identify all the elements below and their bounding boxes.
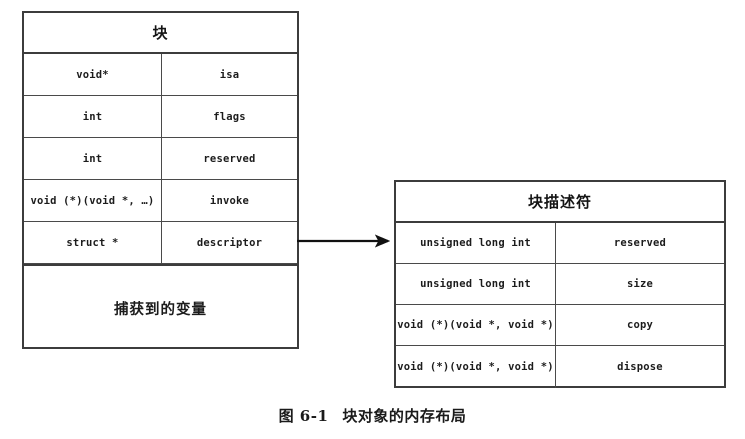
descriptor-field-type: void (*)(void *, void *)	[396, 346, 556, 388]
block-struct-title: 块	[24, 13, 297, 54]
table-row: struct * descriptor	[24, 222, 297, 264]
block-field-name: isa	[219, 68, 240, 81]
table-row: int reserved	[24, 138, 297, 180]
figure-caption: 图 6-1 块对象的内存布局	[0, 405, 745, 426]
captured-variables-row: 捕获到的变量	[24, 264, 297, 350]
table-row: void (*)(void *, …) invoke	[24, 180, 297, 222]
block-field-name: reserved	[203, 152, 256, 165]
figure-caption-text: 块对象的内存布局	[342, 407, 467, 425]
table-row: int flags	[24, 96, 297, 138]
descriptor-field-name: dispose	[617, 361, 663, 373]
block-field-type: int	[24, 138, 162, 179]
descriptor-field-name: size	[626, 278, 654, 290]
captured-variables-label: 捕获到的变量	[114, 301, 207, 318]
block-field-type: struct *	[24, 222, 162, 263]
table-row: void (*)(void *, void *) copy	[396, 305, 724, 346]
block-field-type: void (*)(void *, …)	[24, 180, 162, 221]
descriptor-field-name: copy	[626, 319, 654, 331]
block-field-type: int	[24, 96, 162, 137]
table-row: unsigned long int size	[396, 264, 724, 305]
table-row: void (*)(void *, void *) dispose	[396, 346, 724, 388]
arrow-right-icon	[297, 234, 391, 248]
block-field-type: void*	[24, 54, 162, 95]
descriptor-field-type: unsigned long int	[396, 264, 556, 304]
descriptor-field-type: unsigned long int	[396, 223, 556, 263]
table-row: void* isa	[24, 54, 297, 96]
block-descriptor-table: 块描述符 unsigned long int reserved unsigned…	[394, 180, 726, 388]
block-descriptor-title: 块描述符	[396, 182, 724, 223]
block-field-name: flags	[213, 110, 246, 123]
descriptor-field-type: void (*)(void *, void *)	[396, 305, 556, 345]
figure-number: 图 6-1	[278, 407, 329, 425]
block-field-name: invoke	[209, 194, 250, 207]
table-row: unsigned long int reserved	[396, 223, 724, 264]
block-field-name: descriptor	[196, 236, 263, 249]
descriptor-field-name: reserved	[613, 237, 667, 249]
block-struct-table: 块 void* isa int flags int reserved void …	[22, 11, 299, 349]
